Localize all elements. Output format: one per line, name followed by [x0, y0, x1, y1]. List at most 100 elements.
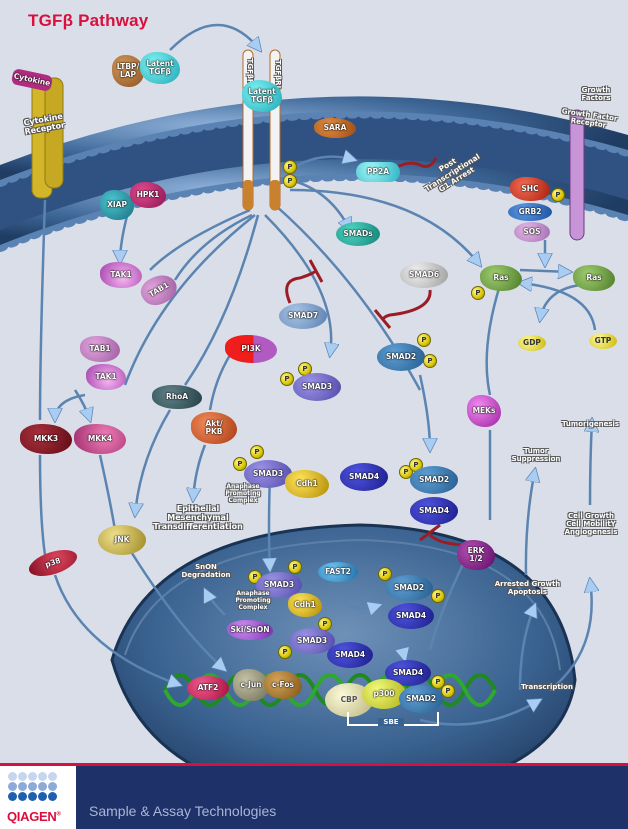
xiap-node[interactable]: XIAP	[100, 190, 134, 220]
phospho-shc: P	[551, 188, 565, 202]
latent-tgfb-bound-node[interactable]: Latent TGFβ	[242, 80, 282, 112]
arrow-smad4-to-smad4dna	[400, 639, 405, 660]
phospho-smad3-mid-1: P	[233, 457, 247, 471]
ras-right-node[interactable]: Ras	[573, 265, 615, 291]
mkk4-node[interactable]: MKK4	[74, 424, 126, 454]
sara-node[interactable]: SARA	[314, 118, 356, 138]
tak1-top-node[interactable]: TAK1	[100, 262, 142, 288]
smad2-nuc-node[interactable]: SMAD2	[385, 575, 433, 601]
arrow-gtp-to-ras	[520, 283, 597, 331]
arrow-dna-to-transcription	[419, 700, 540, 726]
arrow-ras-to-meks	[485, 284, 502, 396]
arrow-fast2-to-smad2	[338, 594, 380, 608]
tak1-mid-node[interactable]: TAK1	[86, 364, 126, 390]
grb2-node[interactable]: GRB2	[508, 203, 552, 221]
arrow-tak1-to-mkk4	[73, 389, 90, 420]
cdh1-mid-node[interactable]: Cdh1	[285, 470, 329, 498]
tumorigenesis-label: Tumorigenesis	[561, 420, 620, 428]
smad2-dna-node[interactable]: SMAD2	[399, 685, 443, 713]
inhibit-smad7	[285, 268, 317, 304]
growth-factors-label: Growth Factors	[581, 86, 611, 103]
smad4-mid2-node[interactable]: SMAD4	[410, 497, 458, 525]
footer-tagline: Sample & Assay Technologies	[89, 803, 277, 819]
atf2-node[interactable]: ATF2	[187, 676, 229, 700]
arrow-mkk3-to-p38	[38, 454, 47, 556]
mkk3-node[interactable]: MKK3	[20, 424, 72, 454]
arrow-cellgrowth-to-tumorigenesis	[590, 420, 592, 506]
phospho-smad2-upper-2: P	[423, 354, 437, 368]
pp2a-node[interactable]: PP2A	[356, 162, 400, 182]
arrow-mkk4-to-jnk	[98, 454, 117, 531]
arrow-akt-to-emt	[193, 444, 207, 500]
ltbp-lap-node[interactable]: LTBP/ LAP	[112, 55, 144, 87]
arrow-transcription-to-cellgrowth	[549, 580, 592, 691]
arrow-receptor-to-tak1mid	[123, 214, 256, 386]
arrow-cytokine-to-mkk3	[38, 199, 47, 421]
cjun-node[interactable]: c-Jun	[233, 669, 269, 701]
smad4-nuc2-node[interactable]: SMAD4	[327, 642, 373, 668]
inhibit-pp2a	[394, 157, 438, 170]
smad6-node[interactable]: SMAD6	[400, 262, 448, 288]
jnk-node[interactable]: JNK	[98, 525, 146, 555]
arrow-receptor-to-tab1	[173, 213, 253, 281]
logo-dots-icon	[8, 772, 57, 801]
gdp-node[interactable]: GDP	[518, 335, 546, 351]
page-title: TGFβ Pathway	[28, 11, 149, 30]
rhoa-node[interactable]: RhoA	[152, 385, 202, 409]
meks-node[interactable]: MEKs	[467, 395, 501, 427]
smad3-upper-node[interactable]: SMAD3	[293, 373, 341, 401]
smad2-upper-node[interactable]: SMAD2	[377, 343, 425, 371]
smad3-mid-node[interactable]: SMAD3	[244, 460, 292, 488]
phospho-smad3-upper-1: P	[280, 372, 294, 386]
shc-node[interactable]: SHC	[510, 177, 550, 201]
akt-pkb-node[interactable]: Akt/ PKB	[191, 412, 237, 444]
growth-factor-receptor-body	[569, 109, 585, 241]
arrow-receptor-to-tak1	[149, 208, 251, 271]
footer-banner: QIAGEN® Sample & Assay Technologies	[0, 763, 628, 829]
phospho-smad3-mid-2: P	[250, 445, 264, 459]
inhibit-smad6-bar	[373, 309, 392, 329]
arrow-ras-to-ras	[519, 270, 570, 272]
smad4-nuc-node[interactable]: SMAD4	[388, 603, 434, 629]
hpk1-node[interactable]: HPK1	[130, 182, 166, 208]
smad4-mid-node[interactable]: SMAD4	[340, 463, 388, 491]
arrow-pi3k-to-akt	[208, 354, 232, 411]
pi3k-node[interactable]: PI3K	[225, 335, 277, 363]
cdh1-nuc-node[interactable]: Cdh1	[288, 593, 322, 617]
p300-node[interactable]: p300	[362, 679, 406, 709]
signal-arrows	[38, 23, 597, 726]
transcription-label: Transcription	[521, 683, 573, 691]
smads-node[interactable]: SMADs	[336, 222, 380, 246]
smad2-mid-node[interactable]: SMAD2	[410, 466, 458, 494]
ras-left-node[interactable]: Ras	[480, 265, 522, 291]
arrow-arrested-to-tumor-suppression	[524, 470, 535, 576]
phospho-smad2-dna-2: P	[441, 684, 455, 698]
ski-snon-node[interactable]: Ski/SnON	[227, 620, 273, 640]
arrow-receptor-to-smads	[289, 178, 350, 230]
fast2-node[interactable]: FAST2	[318, 562, 358, 582]
arrow-ras-to-gdp	[540, 283, 581, 320]
tab1-mid-node[interactable]: TAB1	[80, 336, 120, 362]
brand-text: QIAGEN	[7, 809, 57, 824]
arrow-jnk-to-cjun	[128, 549, 225, 670]
sbe-label: SBE	[378, 718, 404, 727]
arrow-smad2-to-smad2mid	[418, 374, 430, 450]
inhibit-smad6	[380, 289, 432, 321]
gtp-node[interactable]: GTP	[589, 333, 617, 349]
latent-tgfb-free-node[interactable]: Latent TGFβ	[140, 52, 180, 84]
phospho-receptor-2: P	[283, 174, 297, 188]
arrow-rhoa-to-jnk	[135, 409, 172, 515]
arrow-receptor-to-smad3	[264, 214, 331, 355]
cfos-node[interactable]: c-Fos	[264, 671, 302, 699]
apc-nuc-label: Anaphase Promoting Complex	[235, 590, 271, 611]
smad4-dna-node[interactable]: SMAD4	[385, 660, 431, 686]
sos-node[interactable]: SOS	[514, 222, 550, 242]
arrow-p38-to-atf2	[53, 574, 180, 685]
arrow-receptor-to-ras	[289, 188, 480, 265]
phospho-ras: P	[471, 286, 485, 300]
erk12-node[interactable]: ERK 1/2	[457, 540, 495, 570]
qiagen-logo[interactable]: QIAGEN®	[0, 766, 76, 829]
arrow-receptor-to-rhoa	[183, 214, 260, 386]
smad7-node[interactable]: SMAD7	[279, 303, 327, 329]
